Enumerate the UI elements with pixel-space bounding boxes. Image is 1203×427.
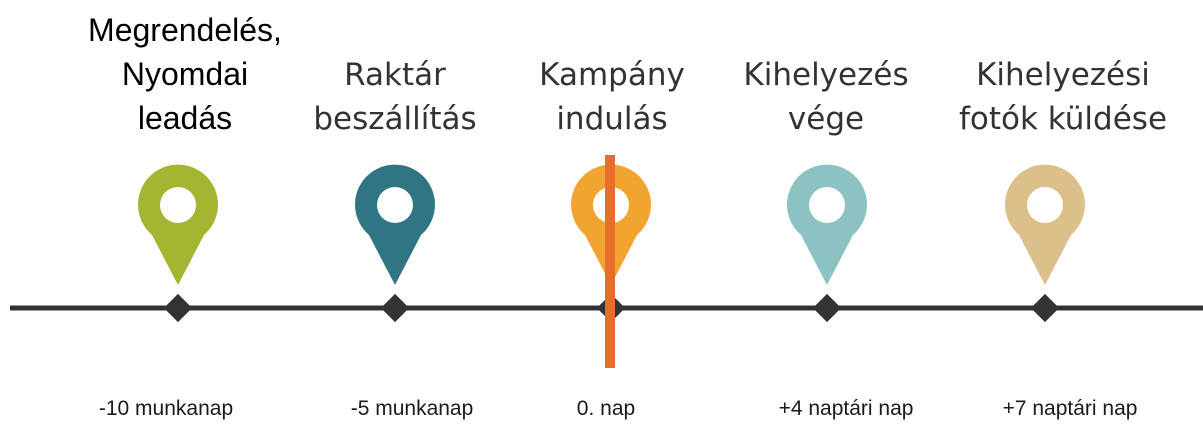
milestone-title-3: Kampány indulás xyxy=(539,53,685,141)
milestone-title-line: Megrendelés, xyxy=(88,12,282,48)
pin-hole xyxy=(1027,187,1063,223)
milestone-title-line: Kampány xyxy=(539,57,685,93)
milestone-offset-5: +7 naptári nap xyxy=(1002,397,1138,420)
milestone-offset-4: +4 naptári nap xyxy=(778,397,914,420)
pin-hole xyxy=(160,187,196,223)
milestone-title-line: Raktár xyxy=(344,57,446,93)
map-pin-icon xyxy=(137,164,219,285)
timeline-diamond xyxy=(1030,293,1060,323)
pins-group xyxy=(137,164,1085,323)
map-pin-icon xyxy=(1005,164,1085,285)
milestone-offset-3: 0. nap xyxy=(576,397,636,420)
current-day-marker xyxy=(605,155,615,368)
milestone-title-line: leadás xyxy=(137,100,233,136)
milestone-title-2: Raktár beszállítás xyxy=(313,53,476,141)
milestone-title-1: Megrendelés, Nyomdai leadás xyxy=(88,8,282,140)
pin-hole xyxy=(377,187,413,223)
milestone-offset-2: -5 munkanap xyxy=(350,397,474,420)
timeline-diamond xyxy=(380,293,410,323)
milestone-title-4: Kihelyezés vége xyxy=(743,53,908,141)
timeline-diamond xyxy=(812,293,842,323)
milestone-title-line: beszállítás xyxy=(313,101,477,137)
milestone-title-line: Kihelyezés xyxy=(743,57,909,93)
map-pin-icon xyxy=(355,164,435,285)
milestone-title-line: fotók küldése xyxy=(958,101,1168,137)
timeline-diamond xyxy=(163,293,193,323)
milestone-title-line: Nyomdai xyxy=(121,56,249,92)
milestone-offset-1: -10 munkanap xyxy=(98,397,234,420)
milestone-title-5: Kihelyezési fotók küldése xyxy=(959,53,1167,141)
milestone-title-line: Kihelyezési xyxy=(976,57,1150,93)
milestone-title-line: vége xyxy=(787,101,865,137)
pin-hole xyxy=(809,187,845,223)
map-pin-icon xyxy=(787,164,867,285)
milestone-title-line: indulás xyxy=(556,101,668,137)
